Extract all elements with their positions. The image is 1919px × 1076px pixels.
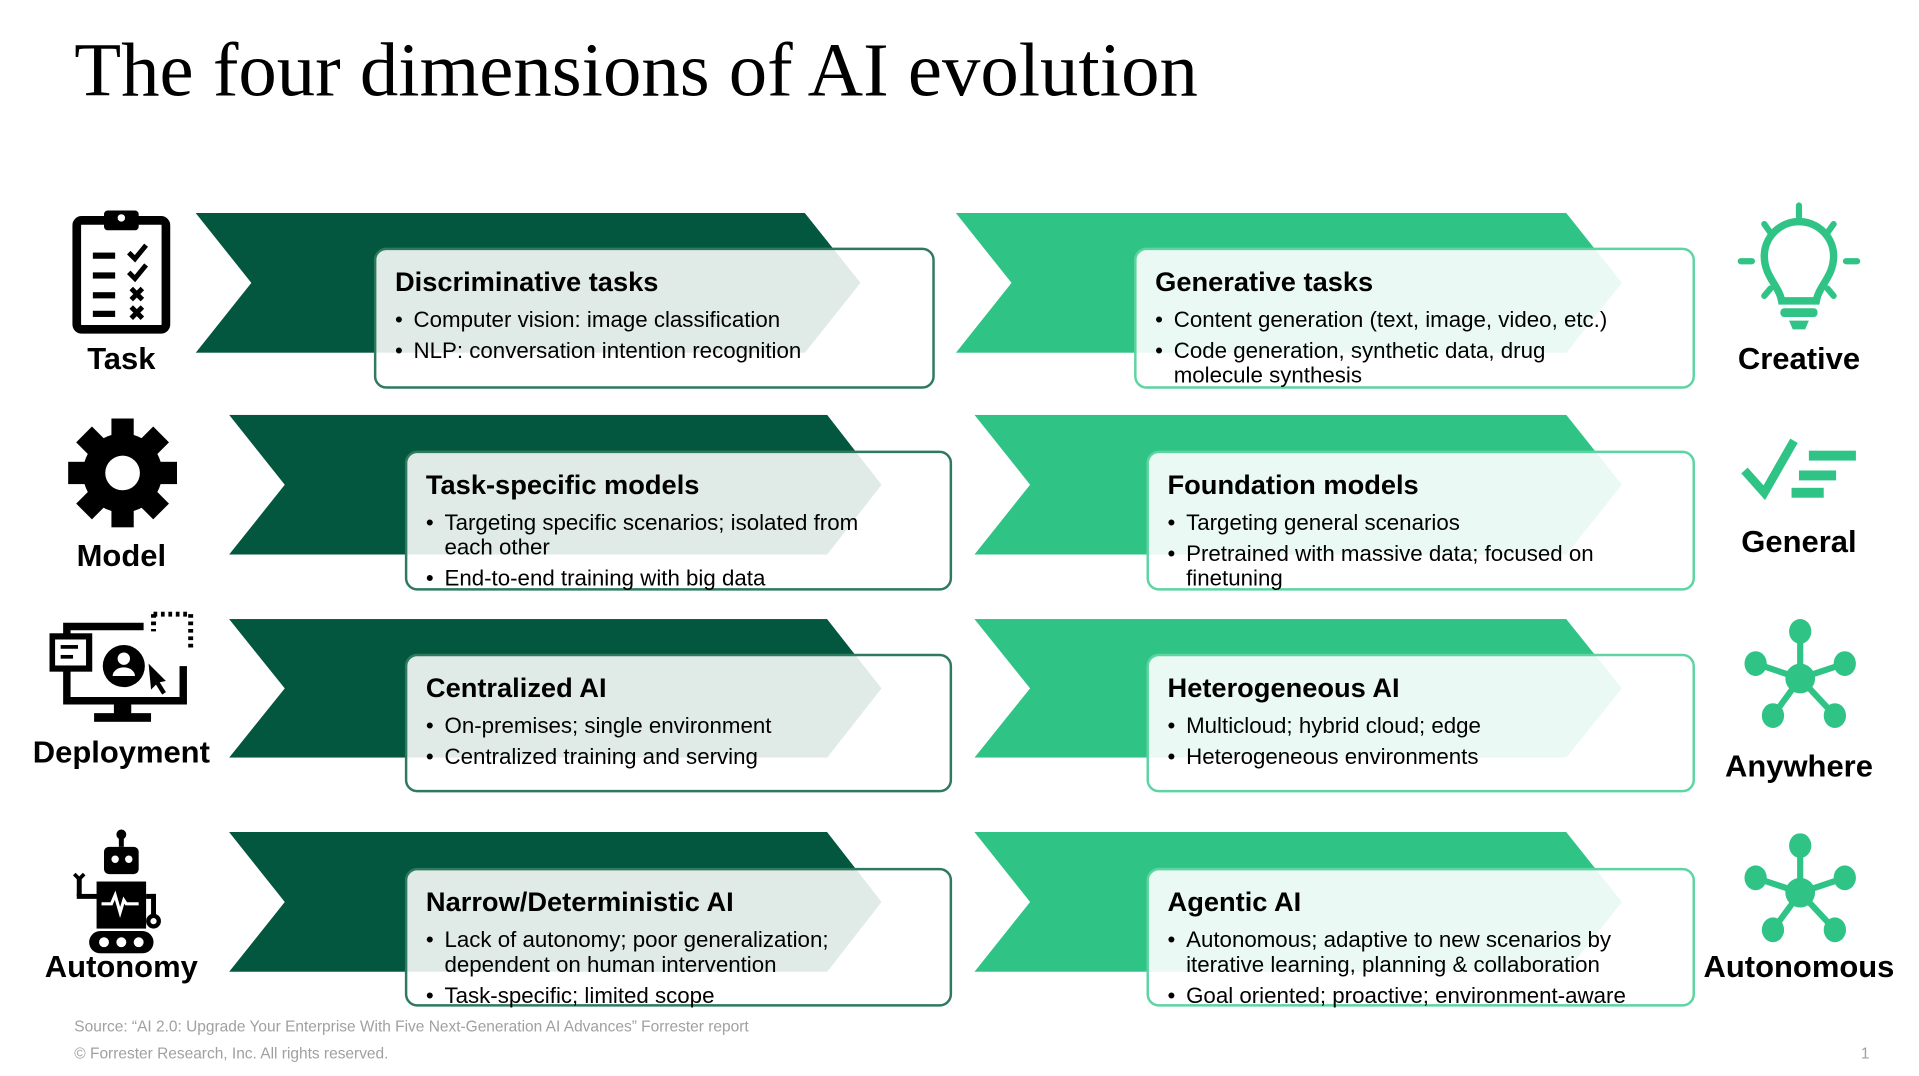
card-title: Narrow/Deterministic AI xyxy=(425,886,734,918)
outcome-label-autonomous: Autonomous xyxy=(1703,949,1895,985)
card-title: Foundation models xyxy=(1167,469,1419,501)
bullet: Targeting specific scenarios; isolated f… xyxy=(426,510,931,560)
bullet: Centralized training and serving xyxy=(426,744,931,769)
gear-icon xyxy=(68,418,178,528)
bullet: Targeting general scenarios xyxy=(1168,510,1674,535)
card-discriminative-tasks: Discriminative tasks Computer vision: im… xyxy=(373,247,935,389)
card-title: Discriminative tasks xyxy=(394,266,659,298)
network-hub-icon xyxy=(1744,833,1856,943)
dimension-label-deployment: Deployment xyxy=(32,735,210,771)
card-task-specific-models: Task-specific models Targeting specific … xyxy=(404,450,953,591)
bullet: Autonomous; adaptive to new scenarios by… xyxy=(1168,927,1674,977)
bullet: Pretrained with massive data; focused on… xyxy=(1168,541,1674,591)
card-centralized-ai: Centralized AI On-premises; single envir… xyxy=(404,653,953,793)
lightbulb-icon xyxy=(1737,202,1861,330)
dimension-label-task: Task xyxy=(87,341,156,377)
checklist-icon xyxy=(1741,438,1856,501)
network-hub-icon xyxy=(1744,619,1856,729)
bullet: End-to-end training with big data xyxy=(426,566,931,591)
bullet: Lack of autonomy; poor generalization; d… xyxy=(426,927,931,977)
bullet: Computer vision: image classification xyxy=(395,307,914,332)
page-number: 1 xyxy=(1860,1044,1870,1063)
dimension-label-autonomy: Autonomy xyxy=(44,949,198,985)
card-heterogeneous-ai: Heterogeneous AI Multicloud; hybrid clou… xyxy=(1146,653,1695,793)
bullet: Goal oriented; proactive; environment-aw… xyxy=(1168,983,1674,1008)
page-title: The four dimensions of AI evolution xyxy=(74,28,1198,113)
bullet: Task-specific; limited scope xyxy=(426,983,931,1008)
bullet: Multicloud; hybrid cloud; edge xyxy=(1168,713,1674,738)
monitor-user-icon xyxy=(49,611,194,722)
bullet: NLP: conversation intention recognition xyxy=(395,338,914,363)
clipboard-checklist-icon xyxy=(72,210,171,334)
card-agentic-ai: Agentic AI Autonomous; adaptive to new s… xyxy=(1146,867,1695,1008)
card-title: Agentic AI xyxy=(1167,886,1302,918)
robot-icon xyxy=(72,829,161,954)
card-title: Centralized AI xyxy=(425,672,607,704)
card-title: Generative tasks xyxy=(1155,266,1374,298)
card-foundation-models: Foundation models Targeting general scen… xyxy=(1146,450,1695,591)
bullet: Heterogeneous environments xyxy=(1168,744,1674,769)
outcome-label-anywhere: Anywhere xyxy=(1724,749,1873,784)
copyright: © Forrester Research, Inc. All rights re… xyxy=(74,1044,389,1063)
bullet: On-premises; single environment xyxy=(426,713,931,738)
dimension-label-model: Model xyxy=(76,538,167,574)
card-narrow-deterministic-ai: Narrow/Deterministic AI Lack of autonomy… xyxy=(404,867,953,1008)
source-note: Source: “AI 2.0: Upgrade Your Enterprise… xyxy=(74,1017,749,1036)
bullet: Code generation, synthetic data, drug mo… xyxy=(1155,338,1674,388)
bullet: Content generation (text, image, video, … xyxy=(1155,307,1674,332)
outcome-label-creative: Creative xyxy=(1737,341,1861,377)
card-title: Heterogeneous AI xyxy=(1167,672,1400,704)
card-generative-tasks: Generative tasks Content generation (tex… xyxy=(1134,247,1695,389)
card-title: Task-specific models xyxy=(425,469,700,501)
outcome-label-general: General xyxy=(1741,524,1857,560)
